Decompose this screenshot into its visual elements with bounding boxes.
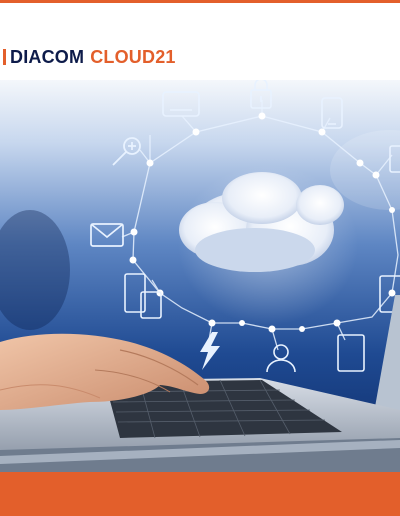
magnifier-icon (112, 137, 141, 166)
brand-logo: DIACOM CLOUD21 (3, 45, 176, 69)
brand-name-part1: DIACOM (10, 46, 85, 67)
phone-icon (321, 97, 343, 129)
lightning-icon (200, 332, 220, 370)
monitor-icon (389, 145, 400, 173)
hero-image (0, 80, 400, 472)
logo-mark (3, 49, 6, 65)
top-accent-rule (0, 0, 400, 3)
bottom-accent-bar (0, 472, 400, 516)
cloud-icon (178, 165, 358, 325)
tablet-icon (337, 334, 365, 372)
devices-icon (124, 273, 162, 319)
network-nodes (129, 112, 396, 333)
typing-hand (0, 333, 210, 410)
mail-icon (90, 223, 124, 247)
hero-illustration (0, 80, 400, 472)
lock-icon (250, 80, 272, 109)
user-icon (266, 344, 296, 373)
brand-name-part2: CLOUD21 (90, 46, 176, 67)
tablet-icon (162, 91, 200, 117)
